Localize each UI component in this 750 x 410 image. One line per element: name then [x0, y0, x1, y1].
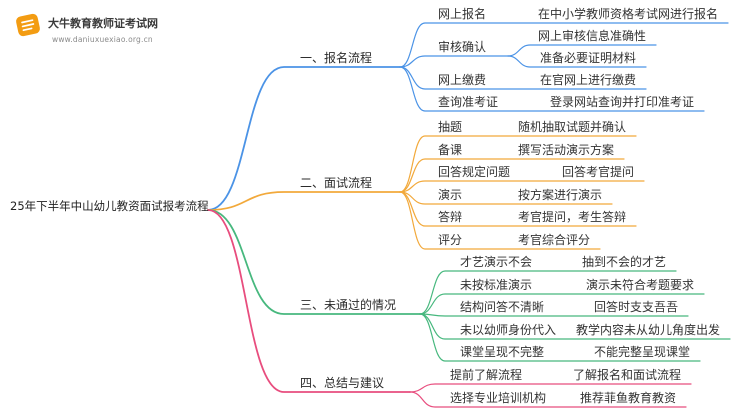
branch-1-child-1-line	[399, 22, 729, 68]
detail-print-admission-ticket: 登录网站查询并打印准考证	[550, 95, 695, 109]
root-topic: 25年下半年中山幼儿教资面试报考流程	[10, 199, 209, 213]
detail-not-child-perspective: 教学内容未从幼儿角度出发	[576, 323, 721, 337]
logo-site-url: www.daniuxuexiao.org.cn	[52, 35, 153, 44]
subtopic-draw-question: 抽题	[438, 120, 463, 134]
detail-prepare-documents: 准备必要证明材料	[540, 51, 637, 65]
subtopic-structured-questions: 回答规定问题	[438, 165, 511, 179]
detail-register-on-exam-site: 在中小学教师资格考试网进行报名	[538, 7, 719, 21]
detail-pay-online: 在官网上进行缴费	[540, 73, 637, 87]
branch-4-child-1-line	[409, 383, 692, 393]
branch-2-child-2-line	[399, 158, 625, 193]
branch-label-registration: 一、报名流程	[300, 51, 373, 65]
subtopic-nonstandard-demo: 未按标准演示	[460, 278, 533, 292]
detail-answer-examiner: 回答考官提问	[562, 165, 635, 179]
detail-examiner-questions: 考官提问，考生答辩	[518, 210, 627, 224]
subtopic-unclear-answers: 结构问答不清晰	[460, 300, 545, 314]
subtopic-demonstration: 演示	[438, 188, 463, 202]
subtopic-online-registration: 网上报名	[438, 7, 487, 21]
subtopic-defense: 答辩	[438, 210, 463, 224]
detail-learn-registration-interview: 了解报名和面试流程	[573, 368, 682, 382]
branch-3-child-3-line	[419, 313, 689, 317]
branch-1-child-2-leaf-1-line	[507, 44, 657, 57]
root-to-branch-3-line	[207, 209, 421, 315]
branch-1-child-4-line	[399, 66, 705, 112]
subtopic-learn-process-early: 提前了解流程	[450, 368, 523, 382]
branch-label-summary: 四、总结与建议	[300, 376, 385, 390]
subtopic-choose-training: 选择专业培训机构	[450, 391, 547, 405]
subtopic-incomplete-class: 课堂呈现不完整	[460, 345, 545, 359]
detail-hesitant-answers: 回答时支支吾吾	[594, 300, 679, 314]
detail-demo-off-requirement: 演示未符合考题要求	[586, 278, 695, 292]
root-to-branch-2-line	[207, 191, 401, 211]
subtopic-talent-not-mastered: 才艺演示不会	[460, 255, 533, 269]
branch-2-connectors	[207, 135, 645, 250]
detail-demonstrate-plan: 按方案进行演示	[518, 188, 603, 202]
branch-4-connectors	[207, 209, 692, 408]
subtopic-review-confirmation: 审核确认	[438, 40, 487, 54]
detail-incomplete-presentation: 不能完整呈现课堂	[594, 345, 691, 359]
branch-3-child-2-line	[419, 293, 705, 315]
branch-1-child-2-line	[399, 55, 509, 68]
detail-verify-info: 网上审核信息准确性	[538, 29, 647, 43]
root-to-branch-4-line	[207, 209, 411, 393]
subtopic-no-teacher-role: 未以幼师身份代入	[460, 323, 557, 337]
detail-write-plan: 撰写活动演示方案	[518, 143, 615, 157]
detail-draw-and-confirm: 随机抽取试题并确认	[518, 120, 627, 134]
branch-1-child-2-leaf-2-line	[507, 55, 647, 68]
detail-unfamiliar-talent: 抽到不会的才艺	[582, 255, 667, 269]
branch-3-child-5-line	[419, 313, 701, 362]
branch-2-child-6-line	[399, 191, 601, 250]
branch-label-interview: 二、面试流程	[300, 176, 373, 190]
branch-4-child-2-line	[409, 391, 687, 408]
branch-2-child-1-line	[399, 135, 637, 193]
book-logo-icon	[16, 13, 40, 37]
branch-3-child-1-line	[419, 270, 677, 315]
detail-overall-score: 考官综合评分	[518, 233, 591, 247]
branch-2-child-3-line	[399, 180, 645, 193]
subtopic-lesson-prep: 备课	[438, 143, 463, 157]
root-to-branch-1-line	[207, 66, 401, 211]
subtopic-online-payment: 网上缴费	[438, 73, 487, 87]
detail-recommend-training: 推荐菲鱼教育教资	[580, 391, 677, 405]
subtopic-admission-ticket: 查询准考证	[438, 95, 499, 109]
branch-3-connectors	[207, 209, 731, 362]
subtopic-scoring: 评分	[438, 233, 463, 247]
branch-label-failure: 三、未通过的情况	[300, 298, 397, 312]
branch-1-connectors	[207, 22, 729, 211]
logo-site-name: 大牛教育教师证考试网	[48, 17, 158, 30]
